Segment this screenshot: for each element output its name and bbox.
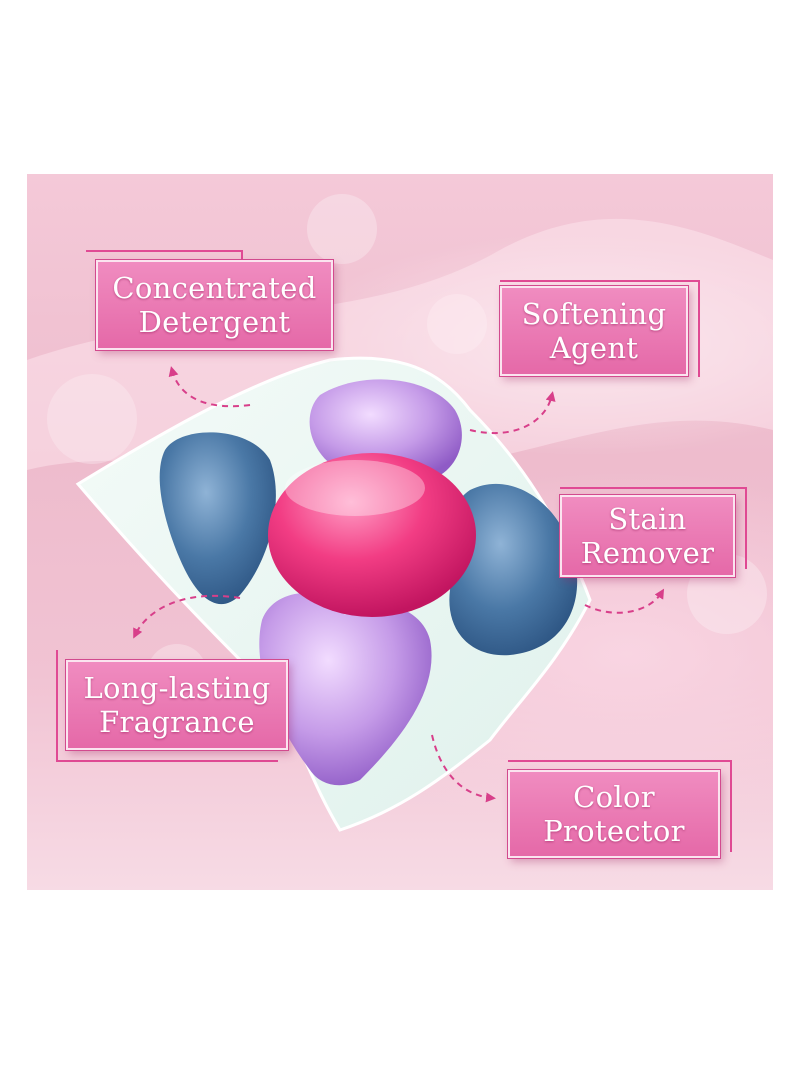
label-line: Agent: [549, 331, 639, 365]
arrow-concentrated-detergent: [168, 366, 251, 408]
label-line: Fragrance: [99, 705, 255, 739]
purple-pod-heart: [259, 593, 432, 786]
arrow-stain-remover: [584, 588, 665, 614]
bokeh-light: [307, 194, 377, 264]
purple-pod-top: [309, 379, 462, 480]
blue-pod-left: [159, 432, 276, 605]
pink-pod-center: [268, 453, 476, 617]
label-corner-accent: [56, 650, 278, 762]
softening-agent-label: Softening Agent: [500, 286, 688, 376]
label-line: Softening: [521, 297, 667, 331]
label-line: Concentrated: [112, 271, 317, 305]
color-protector-label: Color Protector: [508, 770, 720, 858]
label-line: Color: [573, 780, 655, 814]
label-corner-accent: [508, 760, 732, 852]
pod-highlight: [285, 460, 425, 516]
bokeh-light: [47, 374, 137, 464]
label-line: Protector: [543, 814, 685, 848]
label-corner-accent: [560, 487, 747, 569]
label-line: Detergent: [138, 305, 291, 339]
arrow-color-protector: [431, 734, 496, 803]
label-corner-accent: [500, 280, 700, 377]
arrow-long-lasting-fragrance: [133, 594, 241, 639]
blue-pod-right: [449, 483, 578, 656]
stain-remover-label: Stain Remover: [560, 495, 735, 577]
label-line: Long-lasting: [83, 671, 271, 705]
bokeh-light: [427, 294, 487, 354]
long-lasting-fragrance-label: Long-lasting Fragrance: [66, 660, 288, 750]
label-line: Stain: [608, 502, 687, 536]
arrow-softening-agent: [469, 391, 556, 435]
label-line: Remover: [580, 536, 715, 570]
concentrated-detergent-label: Concentrated Detergent: [96, 260, 333, 350]
